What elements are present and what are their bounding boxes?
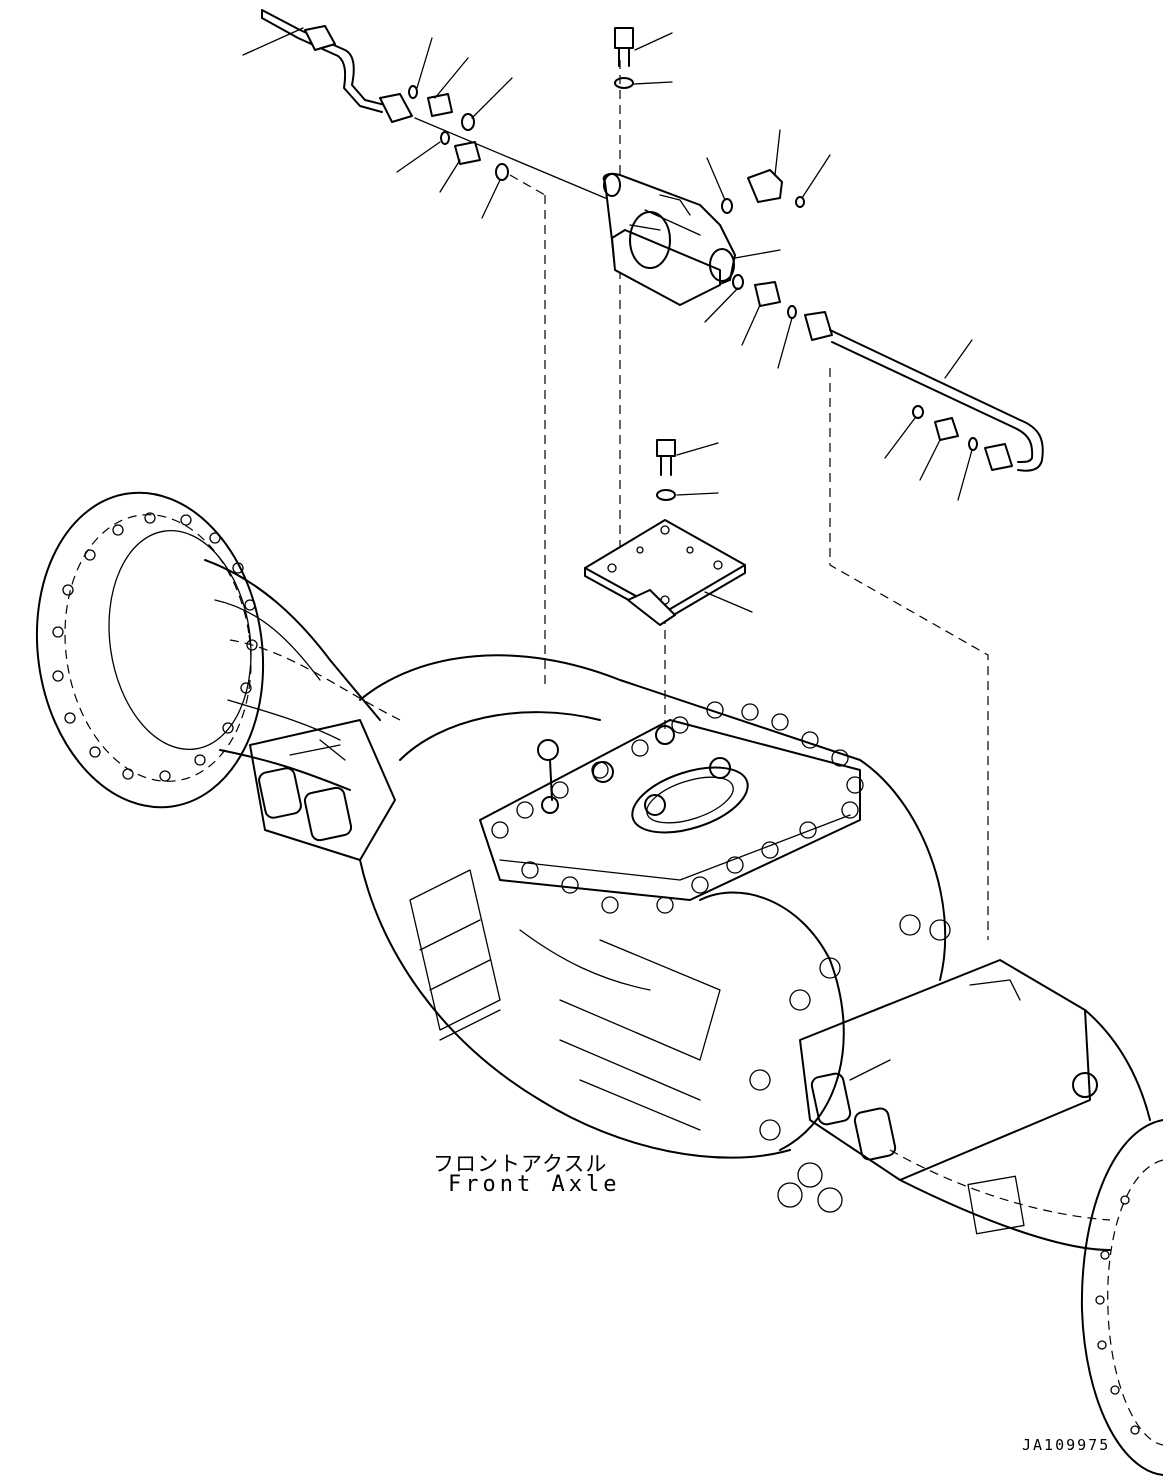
right-hub-flange: [1080, 1119, 1163, 1476]
front-axle-assembly: [35, 491, 1163, 1476]
differential-housing: [359, 654, 947, 1159]
mounting-plate: [584, 519, 746, 626]
left-hub-flange: [35, 491, 265, 809]
valve-assembly: [602, 172, 736, 306]
left-mounting-pad: [249, 719, 396, 861]
right-mounting-pad: [799, 959, 1098, 1181]
side-bolts: [749, 914, 951, 1213]
drawing-code: JA109975: [1022, 1436, 1111, 1454]
part-label-english: Front Axle: [448, 1172, 621, 1197]
carrier-cover: [479, 701, 864, 914]
leader-lines: [242, 27, 973, 613]
upper-hydraulic-line: [261, 9, 1044, 626]
part-label-japanese: フロントアクスル: [433, 1152, 608, 1176]
